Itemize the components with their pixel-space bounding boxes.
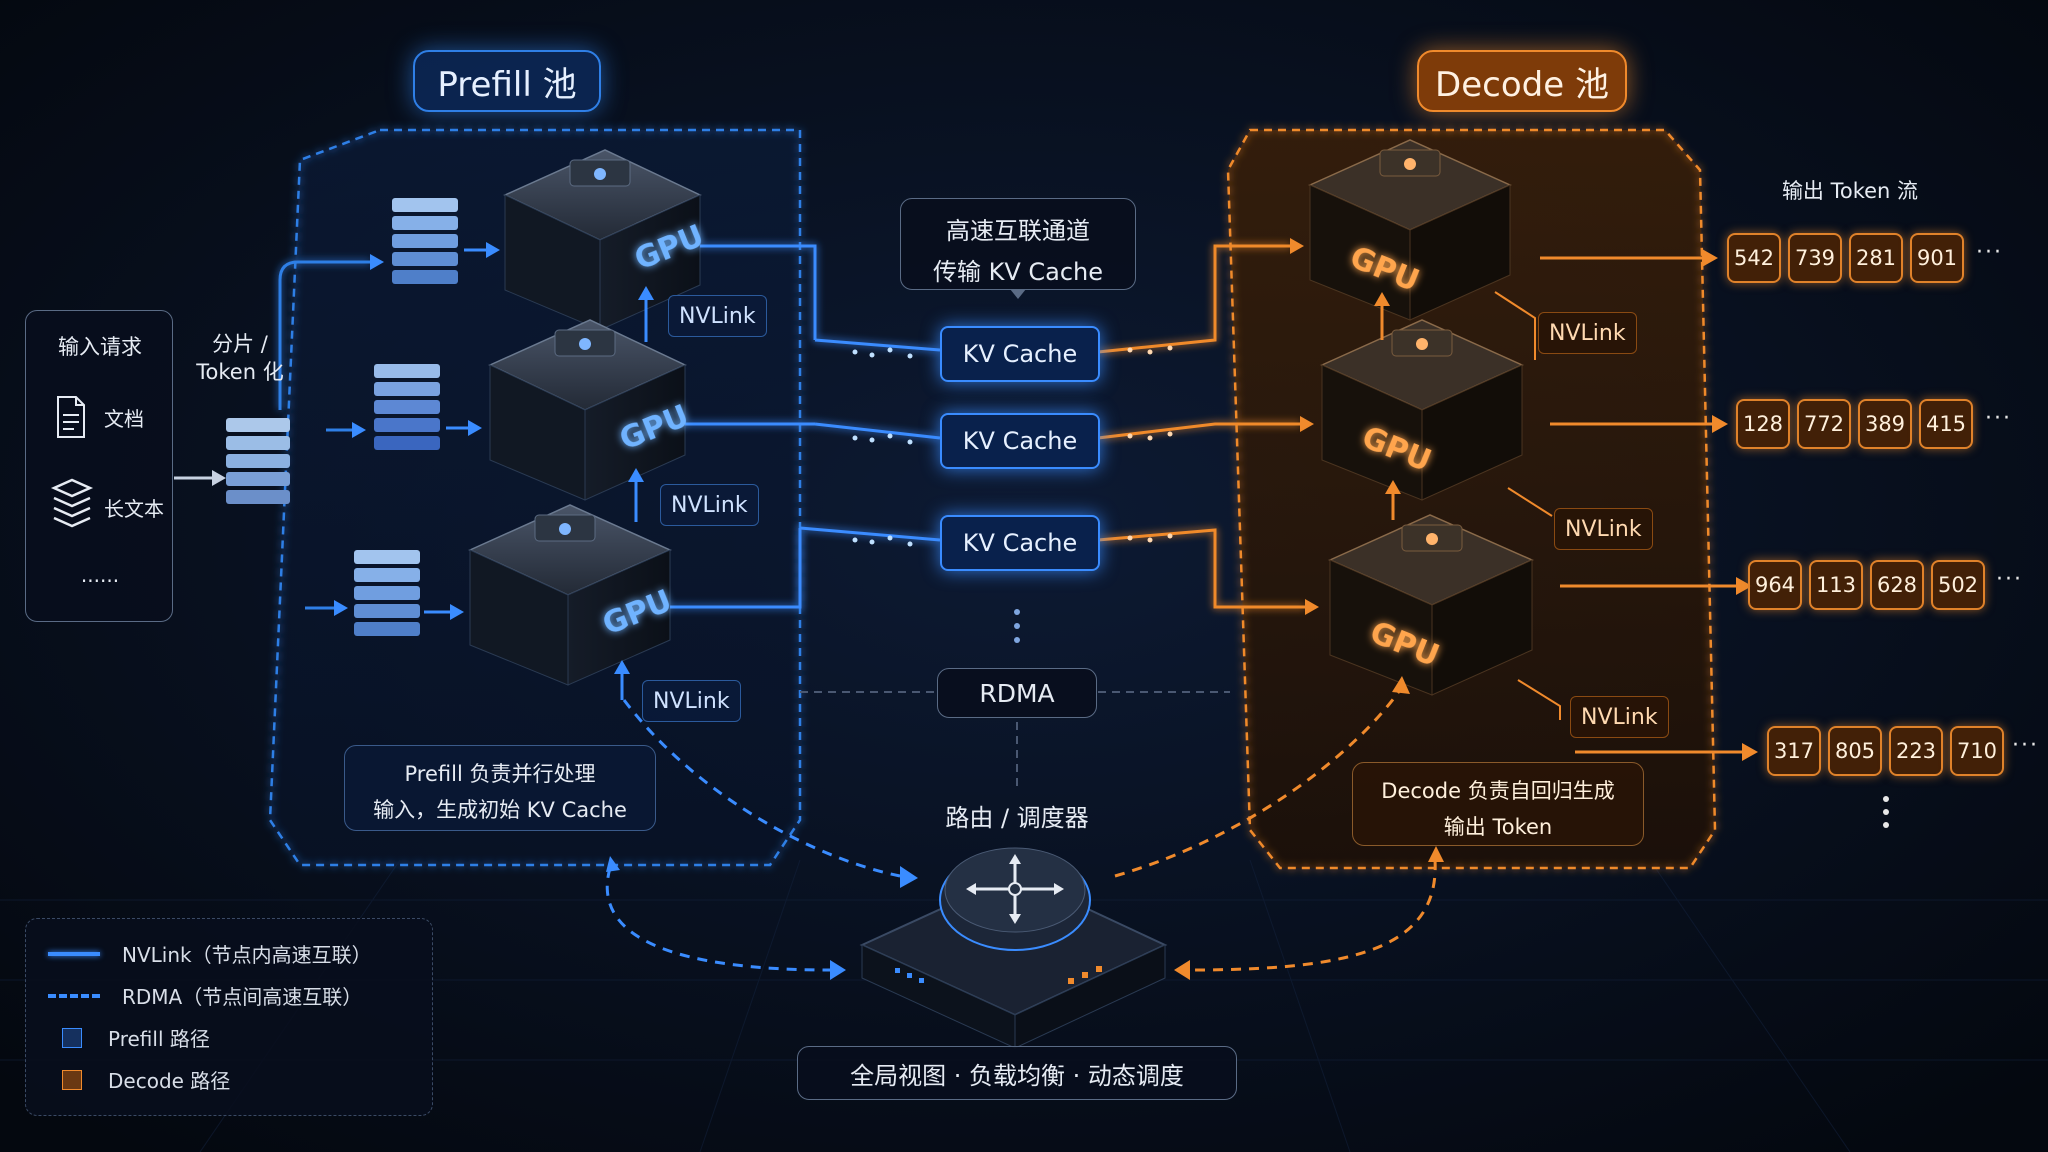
- tokenize-label-line2: Token 化: [196, 360, 284, 384]
- kv-cache-box-2: KV Cache: [940, 413, 1100, 469]
- token-chip: 805: [1828, 726, 1882, 776]
- legend-nvlink-label: NVLink（节点内高速互联）: [122, 943, 372, 967]
- vertical-ellipsis-icon: [1882, 796, 1890, 836]
- prefill-note-line2: 输入，生成初始 KV Cache: [373, 798, 627, 822]
- decode-note-line2: 输出 Token: [1443, 815, 1553, 839]
- token-chip: 502: [1931, 560, 1985, 610]
- kv-cache-box-3: KV Cache: [940, 515, 1100, 571]
- legend-rdma: RDMA（节点间高速互联）: [48, 981, 362, 1010]
- kv-cache-box-1: KV Cache: [940, 326, 1100, 382]
- interconnect-line2: 传输 KV Cache: [932, 258, 1104, 286]
- prefill-note-line1: Prefill 负责并行处理: [404, 762, 596, 786]
- token-chip: 281: [1849, 233, 1903, 283]
- stack-layers-icon: [50, 476, 94, 532]
- decode-note-line1: Decode 负责自回归生成: [1381, 779, 1615, 803]
- legend-dashed-line-icon: [48, 993, 100, 998]
- tokenize-label-line1: 分片 /: [212, 332, 268, 356]
- legend-prefill-label: Prefill 路径: [108, 1027, 210, 1051]
- token-chip: 772: [1797, 399, 1851, 449]
- nvlink-label-decode-2: NVLink: [1554, 508, 1653, 550]
- token-chip: 542: [1727, 233, 1781, 283]
- token-chip: 317: [1767, 726, 1821, 776]
- token-chip: 113: [1809, 560, 1863, 610]
- document-icon: [56, 395, 86, 438]
- token-chip: 223: [1889, 726, 1943, 776]
- router-title: 路由 / 调度器: [945, 804, 1089, 832]
- input-panel-title: 输入请求: [58, 335, 142, 359]
- legend-prefill: Prefill 路径: [62, 1023, 210, 1052]
- decode-pool-title: Decode 池: [1417, 50, 1627, 112]
- input-item-document: 文档: [104, 407, 144, 431]
- input-panel-more: ......: [80, 563, 120, 587]
- input-item-long-text: 长文本: [104, 497, 164, 521]
- nvlink-label-decode-1: NVLink: [1538, 312, 1637, 354]
- interconnect-line1: 高速互联通道: [946, 217, 1090, 245]
- legend-decode-swatch: [62, 1069, 82, 1090]
- token-more: ···: [2012, 733, 2039, 758]
- input-request-panel: 输入请求 文档 长文本 ......: [25, 310, 173, 622]
- legend-panel: NVLink（节点内高速互联） RDMA（节点间高速互联） Prefill 路径…: [25, 918, 433, 1116]
- nvlink-label-decode-3: NVLink: [1570, 696, 1669, 738]
- token-chip: 128: [1736, 399, 1790, 449]
- token-chip: 964: [1748, 560, 1802, 610]
- nvlink-label-prefill-3: NVLink: [642, 680, 741, 722]
- legend-rdma-label: RDMA（节点间高速互联）: [122, 985, 363, 1009]
- token-chip: 415: [1919, 399, 1973, 449]
- token-chip: 901: [1910, 233, 1964, 283]
- token-more: ···: [1996, 567, 2023, 592]
- legend-decode-label: Decode 路径: [108, 1069, 231, 1093]
- token-chip: 710: [1950, 726, 2004, 776]
- token-chip: 389: [1858, 399, 1912, 449]
- token-more: ···: [1985, 406, 2012, 431]
- interconnect-box: 高速互联通道 传输 KV Cache: [900, 198, 1136, 290]
- token-chip: 739: [1788, 233, 1842, 283]
- prefill-note: Prefill 负责并行处理 输入，生成初始 KV Cache: [344, 745, 656, 831]
- nvlink-label-prefill-1: NVLink: [668, 295, 767, 337]
- prefill-pool-title: Prefill 池: [413, 50, 601, 112]
- router-caption: 全局视图 · 负载均衡 · 动态调度: [797, 1046, 1237, 1100]
- legend-solid-line-icon: [48, 951, 100, 956]
- token-chip: 628: [1870, 560, 1924, 610]
- output-title: 输出 Token 流: [1781, 179, 1919, 203]
- rdma-box: RDMA: [937, 668, 1097, 718]
- legend-prefill-swatch: [62, 1027, 82, 1048]
- token-more: ···: [1976, 240, 2003, 265]
- decode-note: Decode 负责自回归生成 输出 Token: [1352, 762, 1644, 846]
- legend-nvlink: NVLink（节点内高速互联）: [48, 939, 372, 968]
- nvlink-label-prefill-2: NVLink: [660, 484, 759, 526]
- interconnect-pointer: [1010, 289, 1026, 299]
- legend-decode: Decode 路径: [62, 1065, 230, 1094]
